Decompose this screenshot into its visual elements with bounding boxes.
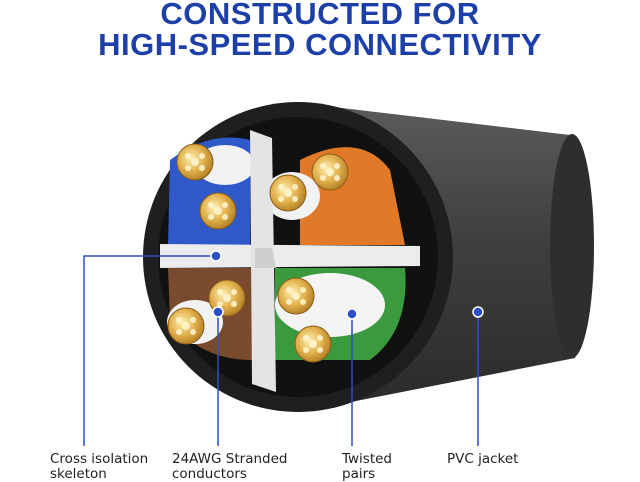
headline-line-1: CONSTRUCTED FOR bbox=[160, 0, 480, 31]
callout-cross-isolation-line2: skeleton bbox=[50, 466, 107, 482]
callout-conductors-line1: 24AWG Stranded bbox=[172, 451, 288, 467]
dot-twisted-pairs bbox=[346, 308, 358, 320]
dot-cross-isolation bbox=[210, 250, 222, 262]
cable-end-cap bbox=[550, 134, 594, 358]
callout-twisted-pairs-line1: Twisted bbox=[342, 451, 393, 467]
callout-pvc-jacket-line1: PVC jacket bbox=[447, 451, 519, 467]
cross-separator bbox=[160, 130, 420, 392]
callout-twisted-pairs-line2: pairs bbox=[342, 466, 376, 482]
strand-details bbox=[176, 153, 340, 353]
leader-cross-isolation bbox=[83, 255, 216, 446]
dot-conductors bbox=[212, 306, 224, 318]
dot-pvc-jacket bbox=[472, 306, 484, 318]
callout-cross-isolation: Cross isolation skeleton bbox=[50, 452, 148, 482]
callout-conductors: 24AWG Stranded conductors bbox=[172, 452, 287, 482]
callout-cross-isolation-line1: Cross isolation bbox=[50, 451, 149, 467]
callout-dots bbox=[210, 250, 484, 320]
cross-separator-shade bbox=[255, 248, 276, 268]
cross-separator-horizontal bbox=[160, 244, 420, 268]
callout-leaders bbox=[83, 255, 479, 446]
callout-pvc-jacket: PVC jacket bbox=[447, 452, 518, 467]
callout-conductors-line2: conductors bbox=[172, 466, 247, 482]
headline-line-2: HIGH-SPEED CONNECTIVITY bbox=[98, 27, 542, 62]
callout-twisted-pairs: Twisted pairs bbox=[342, 452, 392, 482]
